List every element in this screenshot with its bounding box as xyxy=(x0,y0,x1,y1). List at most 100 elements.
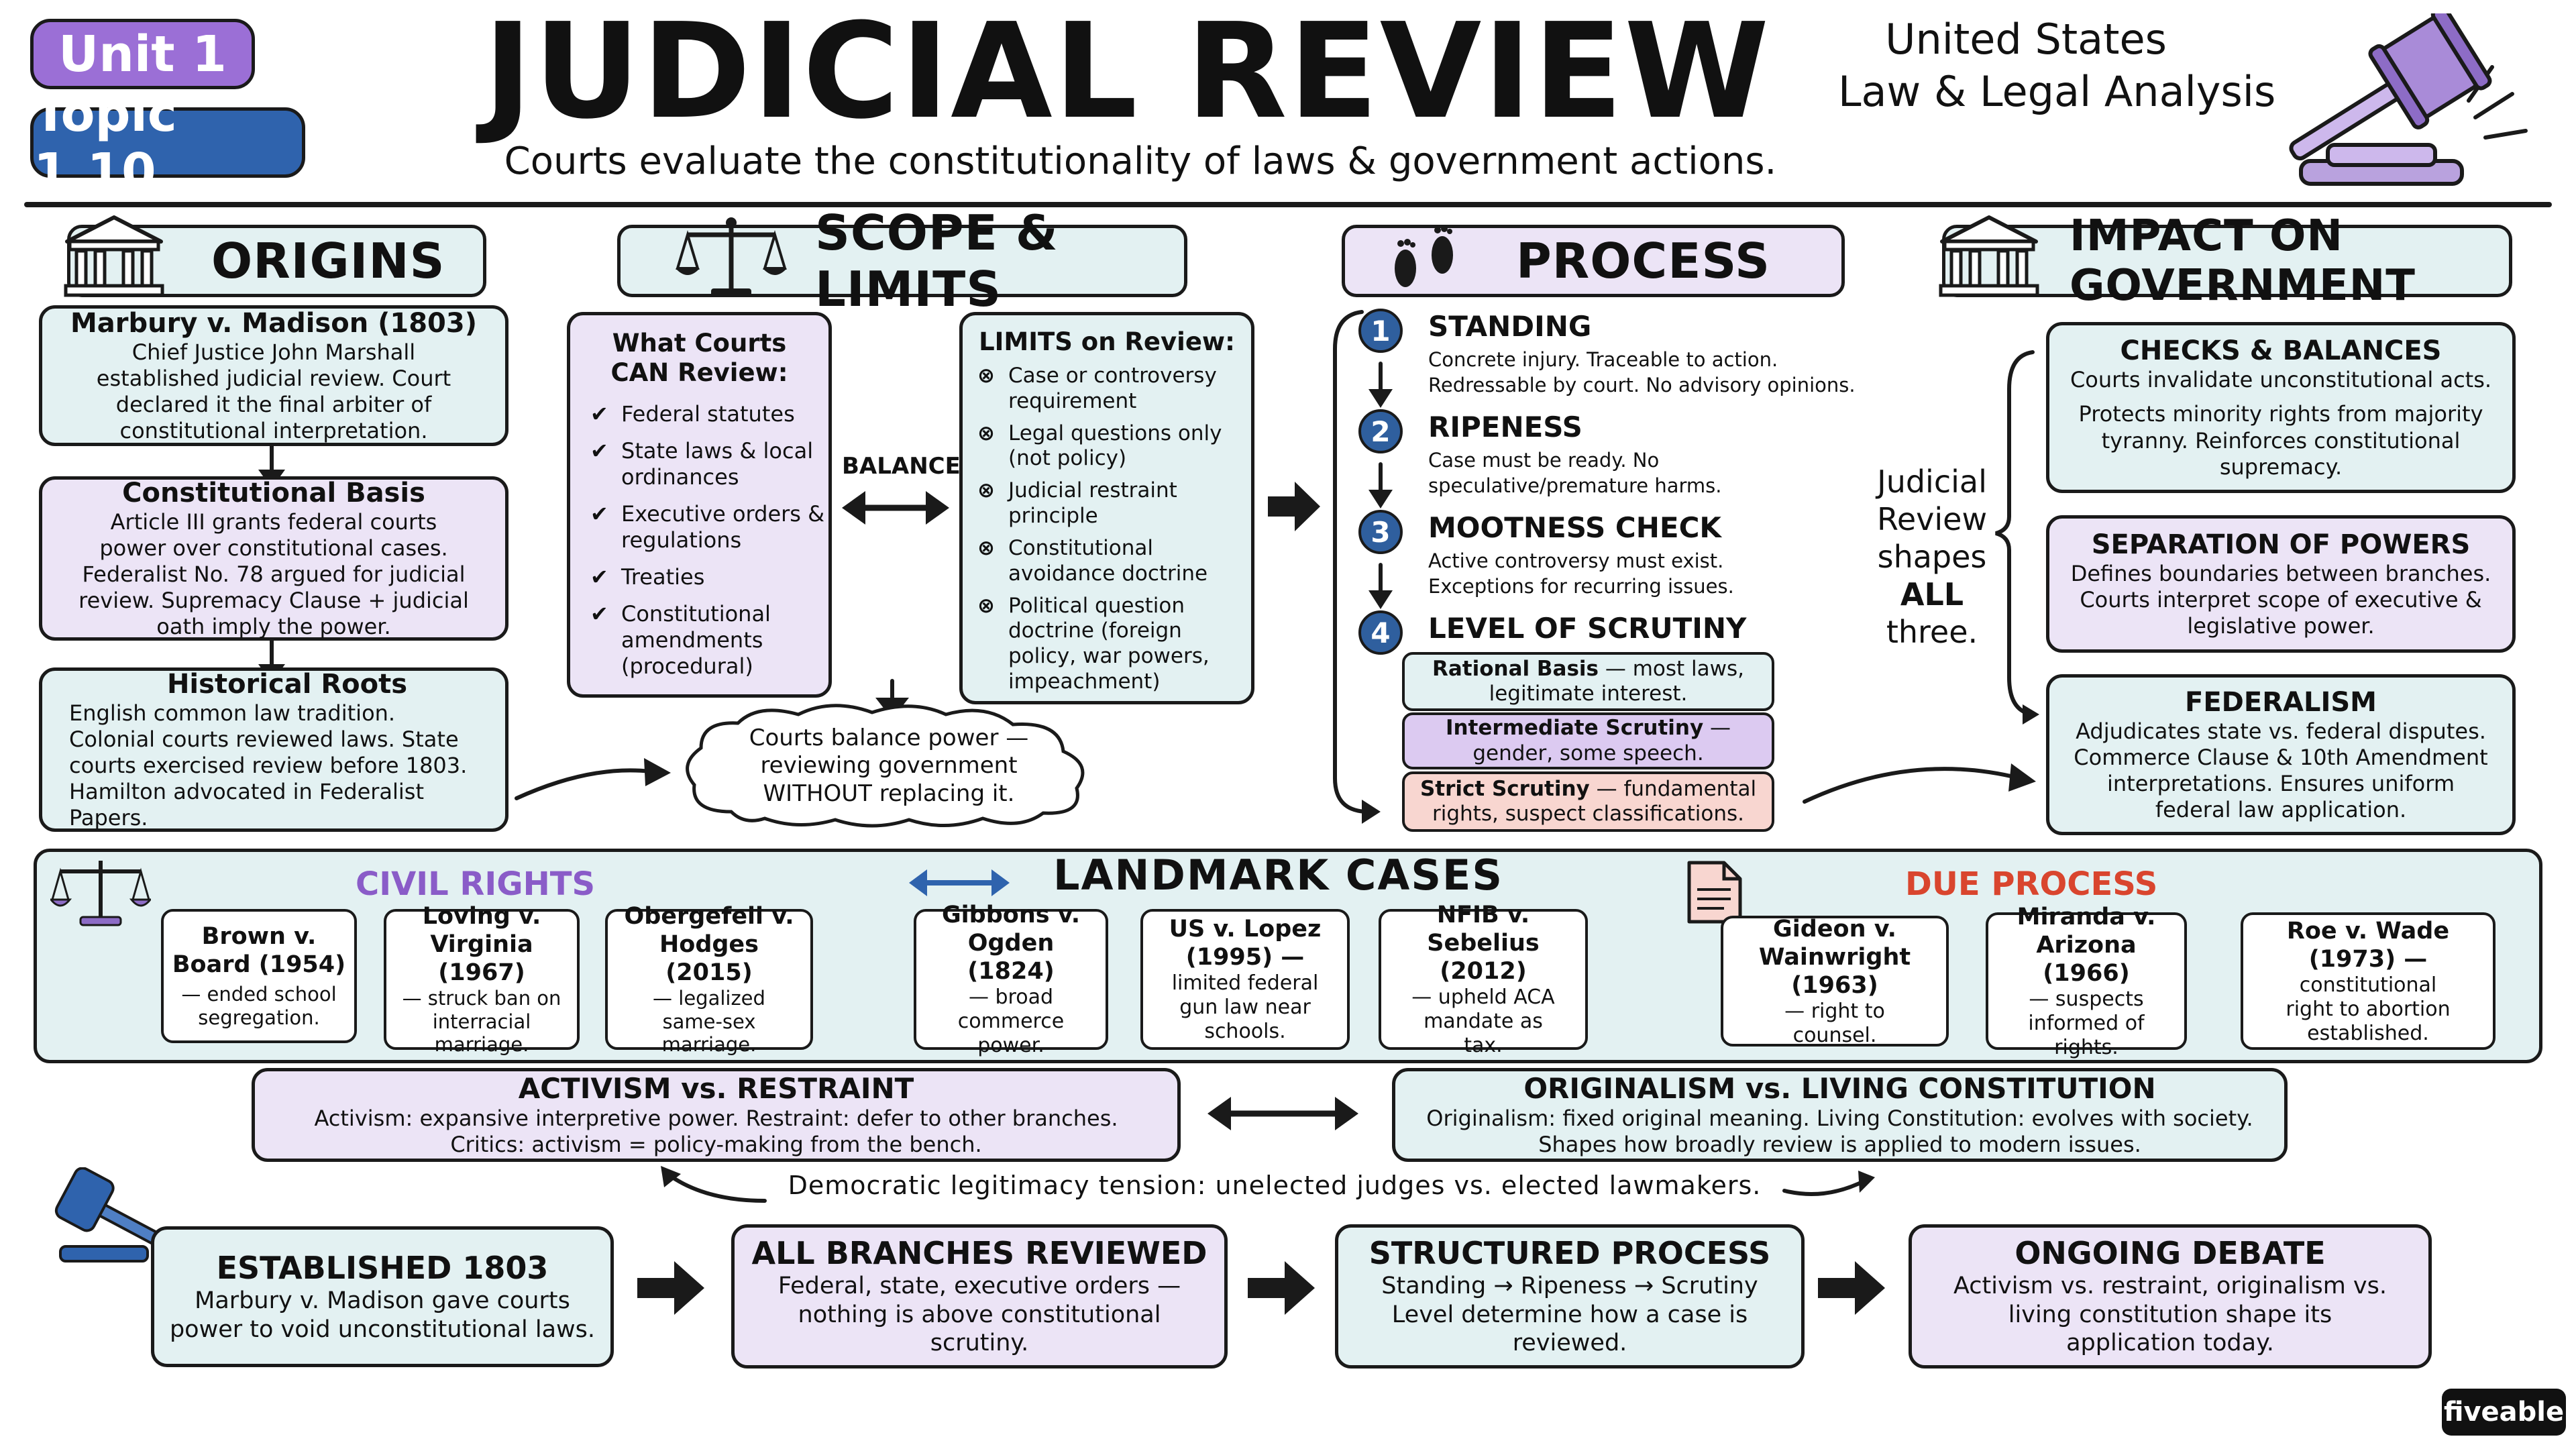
impact-heading: IMPACT ON GOVERNMENT xyxy=(2070,211,2416,311)
civil-rights-label: CIVIL RIGHTS xyxy=(356,865,596,903)
due-process-label: DUE PROCESS xyxy=(1905,865,2158,903)
roots-line: Colonial courts reviewed laws. State xyxy=(69,726,459,752)
checks-title: CHECKS & BALANCES xyxy=(2120,335,2442,367)
brace-label: Judicial Review shapes ALL three. xyxy=(1876,464,1988,651)
summary-line: scrutiny. xyxy=(930,1330,1029,1357)
summary-title: ONGOING DEBATE xyxy=(2015,1234,2326,1271)
checks-line: Courts invalidate unconstitutional acts. xyxy=(2070,367,2492,393)
step-title: MOOTNESS CHECK xyxy=(1428,511,1721,544)
courthouse-icon xyxy=(1939,215,2039,297)
process-heading: PROCESS xyxy=(1516,233,1770,289)
basis-line: review. Supremacy Clause + judicial xyxy=(78,588,469,614)
page-title: JUDICIAL REVIEW xyxy=(483,0,1771,148)
summary-line: power to void unconstitutional laws. xyxy=(169,1316,596,1343)
activism-box: ACTIVISM vs. RESTRAINT Activism: expansi… xyxy=(252,1068,1181,1162)
summary-line: nothing is above constitutional xyxy=(798,1301,1161,1328)
scope-heading: SCOPE & LIMITS xyxy=(815,205,1059,317)
summary-title: ESTABLISHED 1803 xyxy=(216,1249,549,1286)
case-card-loving: Loving v.Virginia (1967) — struck ban on… xyxy=(384,903,580,1056)
balance-cloud-text: Courts balance power — reviewing governm… xyxy=(691,724,1087,808)
course-line-2: Law & Legal Analysis xyxy=(1838,67,2276,116)
case-card-nfib: NFIB v.Sebelius (2012) — upheld ACA mand… xyxy=(1379,902,1588,1057)
tension-note: Democratic legitimacy tension: unelected… xyxy=(788,1171,1762,1200)
document-icon xyxy=(1687,861,1742,924)
topic-badge: Topic 1.10 xyxy=(30,85,305,201)
originalism-title: ORIGINALISM vs. LIVING CONSTITUTION xyxy=(1523,1071,2156,1105)
roots-box: Historical Roots English common law trad… xyxy=(39,667,508,832)
gavel-icon xyxy=(2289,13,2492,186)
step-desc: Active controversy must exist.Exceptions… xyxy=(1428,549,1734,598)
roots-title: Historical Roots xyxy=(166,668,408,700)
page-subtitle: Courts evaluate the constitutionality of… xyxy=(504,140,1777,183)
checks-line: supremacy. xyxy=(2219,453,2343,480)
cloud-line: Courts balance power — xyxy=(749,724,1029,751)
step-title: STANDING xyxy=(1428,310,1592,343)
marbury-line: constitutional interpretation. xyxy=(119,418,428,444)
summary-debate: ONGOING DEBATE Activism vs. restraint, o… xyxy=(1909,1224,2432,1368)
circle-x-icon: ⊗ xyxy=(977,478,995,503)
scales-icon xyxy=(676,217,787,297)
landmark-heading: LANDMARK CASES xyxy=(1053,851,1504,900)
summary-line: Level determine how a case is xyxy=(1391,1301,1748,1328)
check-icon: ✔ xyxy=(590,401,608,427)
roots-line: Papers. xyxy=(69,805,148,831)
case-card-lopez: US v. Lopez(1995) — limited federal gun … xyxy=(1140,909,1350,1050)
separation-line: Defines boundaries between branches. xyxy=(2070,560,2491,586)
scrutiny-rational: Rational Basis — most laws, legitimate i… xyxy=(1402,652,1774,711)
step-number-badge: 1 xyxy=(1358,309,1403,353)
case-card-gideon: Gideon v.Wainwright (1963) — right to co… xyxy=(1721,916,1949,1047)
separation-box: SEPARATION OF POWERS Defines boundaries … xyxy=(2046,515,2516,653)
scrutiny-intermediate: Intermediate Scrutiny — gender, some spe… xyxy=(1402,712,1774,769)
basis-line: oath imply the power. xyxy=(156,614,391,640)
case-card-brown: Brown v.Board (1954) — ended school segr… xyxy=(161,909,357,1043)
checks-line: tyranny. Reinforces constitutional xyxy=(2101,427,2461,453)
check-icon: ✔ xyxy=(590,601,608,627)
can-review-title: What Courts CAN Review: xyxy=(570,329,828,388)
step-desc: Concrete injury. Traceable to action.Red… xyxy=(1428,348,1856,396)
case-card-roe: Roe v. Wade(1973) — constitutional right… xyxy=(2241,912,2496,1050)
can-review-title-line: What Courts xyxy=(612,329,787,358)
activism-line: Activism: expansive interpretive power. … xyxy=(314,1106,1118,1132)
federalism-line: interpretations. Ensures uniform xyxy=(2107,771,2455,796)
scales-icon xyxy=(50,861,151,926)
step-title: LEVEL OF SCRUTINY xyxy=(1428,612,1747,645)
list-item: ✔Executive orders &regulations xyxy=(590,501,825,553)
case-card-obergefell: Obergefell v.Hodges (2015) — legalized s… xyxy=(605,903,813,1056)
brand-badge: fiveable xyxy=(2442,1389,2566,1436)
step-number-badge: 4 xyxy=(1358,610,1403,655)
activism-title: ACTIVISM vs. RESTRAINT xyxy=(518,1071,914,1105)
marbury-line: Chief Justice John Marshall xyxy=(131,339,416,365)
summary-line: Standing → Ripeness → Scrutiny xyxy=(1381,1273,1758,1300)
list-item: ⊗Legal questions only(not policy) xyxy=(977,421,1222,471)
federalism-line: Commerce Clause & 10th Amendment xyxy=(2074,744,2488,770)
scrutiny-strict: Strict Scrutiny — fundamental rights, su… xyxy=(1402,771,1774,832)
separation-line: Courts interpret scope of executive & xyxy=(2080,586,2482,612)
check-icon: ✔ xyxy=(590,501,608,527)
can-review-title-line: CAN Review: xyxy=(610,358,788,388)
gavel-icon xyxy=(54,1167,169,1263)
summary-line: Federal, state, executive orders — xyxy=(777,1273,1181,1300)
circle-x-icon: ⊗ xyxy=(977,535,995,560)
checks-balances-box: CHECKS & BALANCES Courts invalidate unco… xyxy=(2046,322,2516,493)
check-icon: ✔ xyxy=(590,438,608,464)
process-step-scrutiny: 4 LEVEL OF SCRUTINY xyxy=(1358,610,1882,664)
footsteps-icon xyxy=(1395,225,1453,287)
basis-line: Federalist No. 78 argued for judicial xyxy=(82,561,466,587)
marbury-title: Marbury v. Madison (1803) xyxy=(70,307,477,339)
can-review-box: What Courts CAN Review: ✔Federal statute… xyxy=(567,312,832,698)
summary-title: STRUCTURED PROCESS xyxy=(1368,1234,1771,1271)
list-item: ✔Treaties xyxy=(590,564,705,590)
check-icon: ✔ xyxy=(590,564,608,590)
originalism-box: ORIGINALISM vs. LIVING CONSTITUTION Orig… xyxy=(1392,1068,2288,1162)
circle-x-icon: ⊗ xyxy=(977,593,995,618)
summary-branches: ALL BRANCHES REVIEWED Federal, state, ex… xyxy=(731,1224,1228,1368)
step-number-badge: 3 xyxy=(1358,510,1403,554)
summary-line: living constitution shape its xyxy=(2008,1301,2332,1328)
